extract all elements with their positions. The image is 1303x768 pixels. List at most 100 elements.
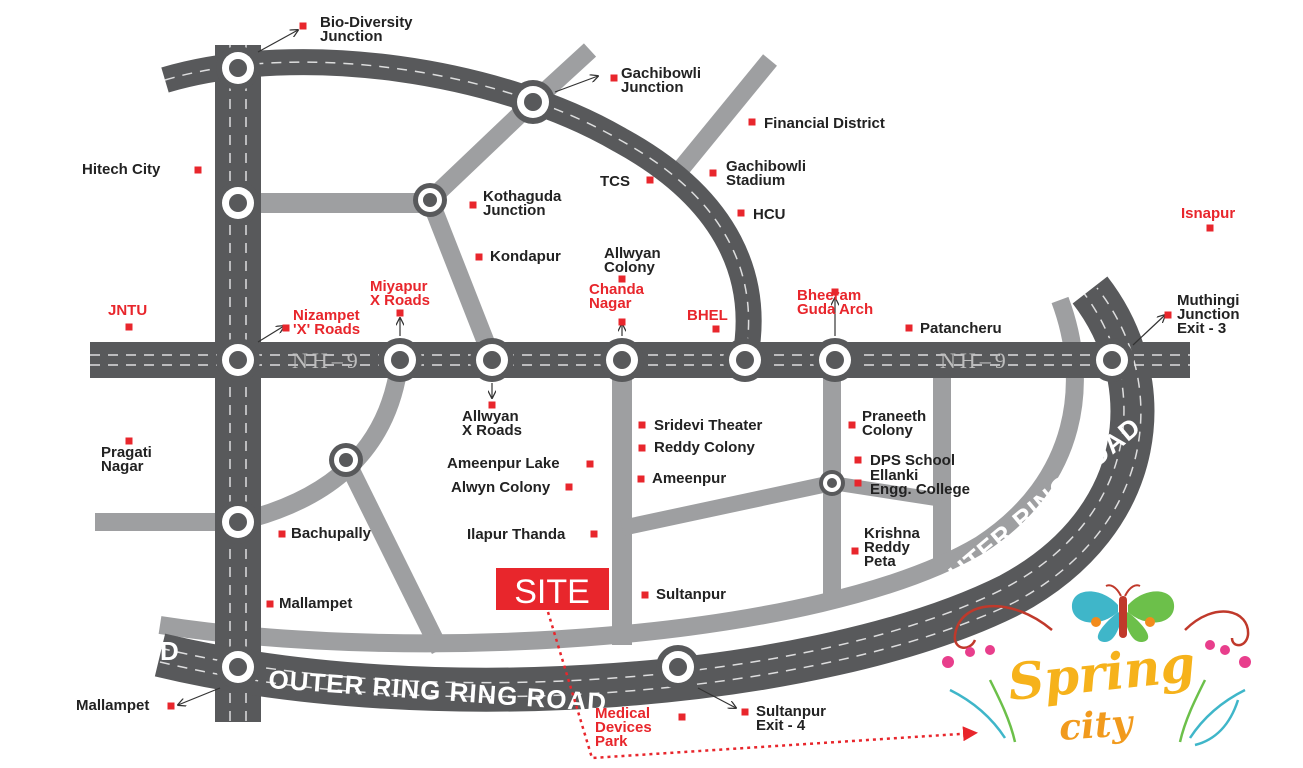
landmark-marker-icon [488, 401, 496, 409]
landmark-mallampet-bottom: Mallampet [76, 697, 175, 714]
landmark-marker-icon [638, 444, 646, 452]
brand-word-city: city [1058, 702, 1136, 749]
landmark-dps-school: DPS School [854, 452, 955, 469]
landmark-label-line: Ameenpur [652, 470, 726, 487]
landmark-label-line: Kothaguda [483, 188, 562, 205]
road-financial-district [673, 54, 777, 176]
landmark-label-line: Junction [483, 202, 546, 219]
landmark-label: DPS School [870, 452, 955, 469]
landmark-alwyn-colony: Alwyn Colony [451, 479, 573, 496]
landmark-label: Kondapur [490, 248, 561, 265]
junctions [216, 46, 1134, 689]
landmark-marker-icon [678, 713, 686, 721]
landmark-label: Isnapur [1181, 205, 1235, 222]
landmark-label-line: Colony [862, 422, 913, 439]
landmark-marker-icon [831, 288, 839, 296]
flower-icons [942, 640, 1251, 668]
landmark-label-line: Park [595, 733, 628, 750]
landmark-label-line: BHEL [687, 307, 728, 324]
landmark-label-line: Ilapur Thanda [467, 526, 566, 543]
landmark-hitech-city: Hitech City [82, 161, 202, 178]
nh9-label-left: NH–9 [292, 348, 362, 373]
landmark-marker-icon [637, 475, 645, 483]
landmark-label-line: Financial District [764, 115, 885, 132]
landmark-marker-icon [586, 460, 594, 468]
junction-muthingi [1090, 338, 1134, 382]
landmark-reddy-colony: Reddy Colony [638, 439, 755, 456]
landmark-label-line: Nizampet [293, 307, 360, 324]
landmark-label-line: Junction [1177, 306, 1240, 323]
landmark-label-line: Alwyn Colony [451, 479, 551, 496]
landmark-marker-icon [125, 323, 133, 331]
landmark-ameenpur-lake: Ameenpur Lake [447, 455, 594, 472]
main-roads [90, 45, 1190, 722]
landmark-label: Sultanpur [656, 586, 726, 603]
landmark-marker-icon [475, 253, 483, 261]
landmark-label-line: Medical [595, 705, 650, 722]
landmark-marker-icon [848, 421, 856, 429]
landmark-label-line: Sultanpur [656, 586, 726, 603]
landmark-isnapur: Isnapur [1181, 205, 1235, 232]
junction-gachibowli [511, 80, 555, 124]
road-miyapur-bachupally [235, 356, 409, 531]
landmark-label-line: Exit - 3 [1177, 320, 1226, 337]
landmark-label-line: Junction [320, 28, 383, 45]
landmark-label-line: Mallampet [279, 595, 352, 612]
landmark-label-line: DPS School [870, 452, 955, 469]
landmark-label: Ilapur Thanda [467, 526, 566, 543]
landmark-marker-icon [1164, 311, 1172, 319]
junction-ellanki [819, 470, 845, 496]
landmark-label-line: Bheeram [797, 287, 861, 304]
road-kothaguda-allwyn [421, 196, 501, 362]
junction-miyapur [378, 338, 422, 382]
landmark-label-line: Miyapur [370, 278, 428, 295]
landmark-label-line: Reddy Colony [654, 439, 755, 456]
landmark-marker-icon [638, 421, 646, 429]
landmark-marker-icon [741, 708, 749, 716]
brand-word-spring: Spring [1005, 634, 1198, 712]
landmark-label-line: Patancheru [920, 320, 1002, 337]
landmark-label-line: X Roads [462, 422, 522, 439]
landmark-label-line: TCS [600, 173, 630, 190]
landmark-label: Bachupally [291, 525, 372, 542]
site-route-dotted [546, 611, 978, 760]
landmark-label-line: Muthingi [1177, 292, 1239, 309]
landmark-label: Nizampet'X' Roads [293, 307, 360, 338]
decorative-swirls [949, 605, 1250, 747]
junction-mallampet [216, 645, 260, 689]
landmark-label-line: Sridevi Theater [654, 417, 763, 434]
landmark-label: JNTU [108, 302, 147, 319]
landmark-label-line: Hitech City [82, 161, 161, 178]
landmark-label: Reddy Colony [654, 439, 755, 456]
road-ilapur-ellanki [620, 475, 834, 536]
landmark-bhel: BHEL [687, 307, 728, 333]
landmark-marker-icon [618, 318, 626, 326]
landmark-hcu: HCU [737, 206, 786, 223]
butterfly-icon [1071, 584, 1175, 643]
landmark-marker-icon [266, 600, 274, 608]
landmark-label: Sridevi Theater [654, 417, 763, 434]
landmark-marker-icon [565, 483, 573, 491]
landmark-label-line: Allwyan [462, 408, 519, 425]
landmark-label-line: Ameenpur Lake [447, 455, 560, 472]
landmark-label-line: Gachibowli [621, 65, 701, 82]
